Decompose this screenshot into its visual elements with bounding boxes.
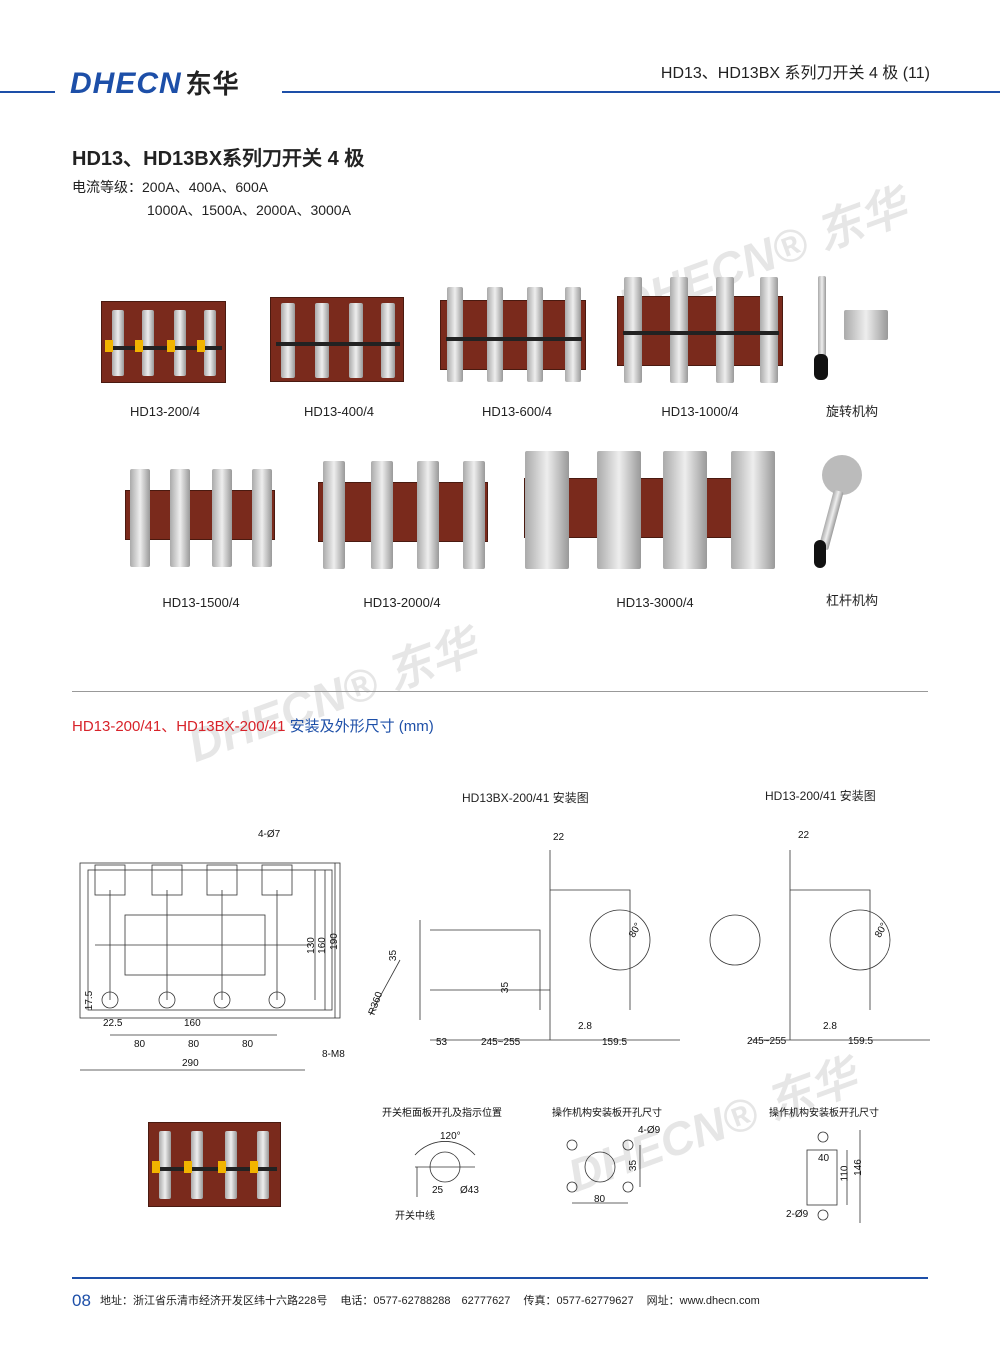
page-title: HD13、HD13BX系列刀开关 4 极 <box>72 148 365 170</box>
dim-label: 130 <box>305 937 317 954</box>
page-header-title: HD13、HD13BX 系列刀开关 4 极 (11) <box>660 65 930 82</box>
dim-label: 22 <box>553 832 565 843</box>
section-title: HD13-200/41、HD13BX-200/41 安装及外形尺寸 (mm) <box>72 718 434 735</box>
dim-label: 35 <box>500 981 512 994</box>
product-image-hd13-1000 <box>617 277 783 383</box>
product-image-hd13-200 <box>101 301 226 383</box>
dim-label: 159.5 <box>602 1037 628 1048</box>
drawing-title-hd: HD13-200/41 安装图 <box>765 789 876 803</box>
dim-label: 40 <box>818 1153 830 1164</box>
watermark: DHECN® 东华 <box>181 619 484 772</box>
footer: 08 地址：浙江省乐清市经济开发区纬十六路228号 电话：0577-627882… <box>72 1291 770 1311</box>
dim-label: 120° <box>440 1131 461 1142</box>
dim-label: 17.5 <box>84 990 96 1011</box>
lever-mechanism-image <box>812 450 882 570</box>
drawing-title-bx: HD13BX-200/41 安装图 <box>462 791 589 805</box>
dim-label: 80 <box>594 1194 606 1205</box>
dim-label: 4-Ø7 <box>258 829 281 840</box>
dim-label: 2.8 <box>823 1021 837 1032</box>
product-label: HD13-1500/4 <box>162 595 240 610</box>
product-label: HD13-3000/4 <box>616 595 694 610</box>
product-label: HD13-2000/4 <box>363 595 441 610</box>
dim-label: 160 <box>316 937 328 954</box>
product-image-hd13-400 <box>270 297 404 382</box>
dim-label: 160 <box>184 1018 201 1029</box>
dim-label: 159.5 <box>848 1036 874 1047</box>
dim-label: 22 <box>798 830 810 841</box>
dim-label: 290 <box>182 1058 199 1069</box>
section-divider <box>72 691 928 692</box>
product-label: 旋转机构 <box>825 404 878 419</box>
mech-cutout-title: 操作机构安装板开孔尺寸 <box>769 1108 879 1119</box>
product-image-hd13-200-41 <box>148 1122 281 1207</box>
dim-label: 190 <box>328 933 340 950</box>
dim-label: 80 <box>242 1039 254 1050</box>
dim-label: 245~255 <box>481 1037 521 1048</box>
dim-label: 2-Ø9 <box>786 1209 809 1220</box>
mech-cutout-title: 操作机构安装板开孔尺寸 <box>552 1108 662 1119</box>
current-ratings: 电流等级：200A、400A、600A 1000A、1500A、2000A、30… <box>72 179 351 218</box>
product-label: 杠杆机构 <box>825 593 878 608</box>
dim-label: 2.8 <box>578 1021 592 1032</box>
dim-label: 80 <box>188 1039 200 1050</box>
dim-label: 146 <box>852 1159 864 1176</box>
dim-label: 35 <box>388 949 400 962</box>
footer-phone: 电话：0577-62788288 62777627 <box>340 1295 511 1307</box>
dim-label: 80 <box>134 1039 146 1050</box>
footer-address: 地址：浙江省乐清市经济开发区纬十六路228号 <box>99 1295 328 1307</box>
panel-cutout-title: 开关柜面板开孔及指示位置 <box>382 1108 502 1119</box>
product-image-hd13-1500 <box>125 469 275 567</box>
page-number: 08 <box>72 1291 91 1310</box>
rotary-mechanism-image <box>812 276 892 386</box>
technical-drawings <box>79 850 930 1071</box>
dim-label: 22.5 <box>103 1018 123 1029</box>
cutout-drawings <box>414 1130 861 1223</box>
product-label: HD13-400/4 <box>303 404 375 419</box>
product-label: HD13-1000/4 <box>661 404 739 419</box>
dim-label: Ø43 <box>460 1185 479 1196</box>
dim-label: 25 <box>432 1185 444 1196</box>
footer-fax: 传真：0577-62779627 <box>523 1295 634 1307</box>
dim-label: 245~255 <box>747 1036 787 1047</box>
dim-label: 35 <box>628 1159 640 1172</box>
dim-label: 53 <box>436 1037 448 1048</box>
product-image-hd13-2000 <box>318 461 488 569</box>
footer-website: 网址：www.dhecn.com <box>646 1295 760 1307</box>
dim-label: 开关中线 <box>395 1211 435 1222</box>
dim-label: 110 <box>839 1165 851 1182</box>
product-label: HD13-600/4 <box>481 404 553 419</box>
product-label: HD13-200/4 <box>129 404 201 419</box>
footer-rule <box>72 1277 928 1279</box>
header-rule <box>0 91 55 93</box>
product-image-hd13-600 <box>440 287 586 382</box>
dim-label: 8-M8 <box>322 1049 345 1060</box>
product-image-hd13-3000 <box>524 451 775 569</box>
dim-label: 4-Ø9 <box>638 1125 661 1136</box>
header-rule <box>282 91 1000 93</box>
